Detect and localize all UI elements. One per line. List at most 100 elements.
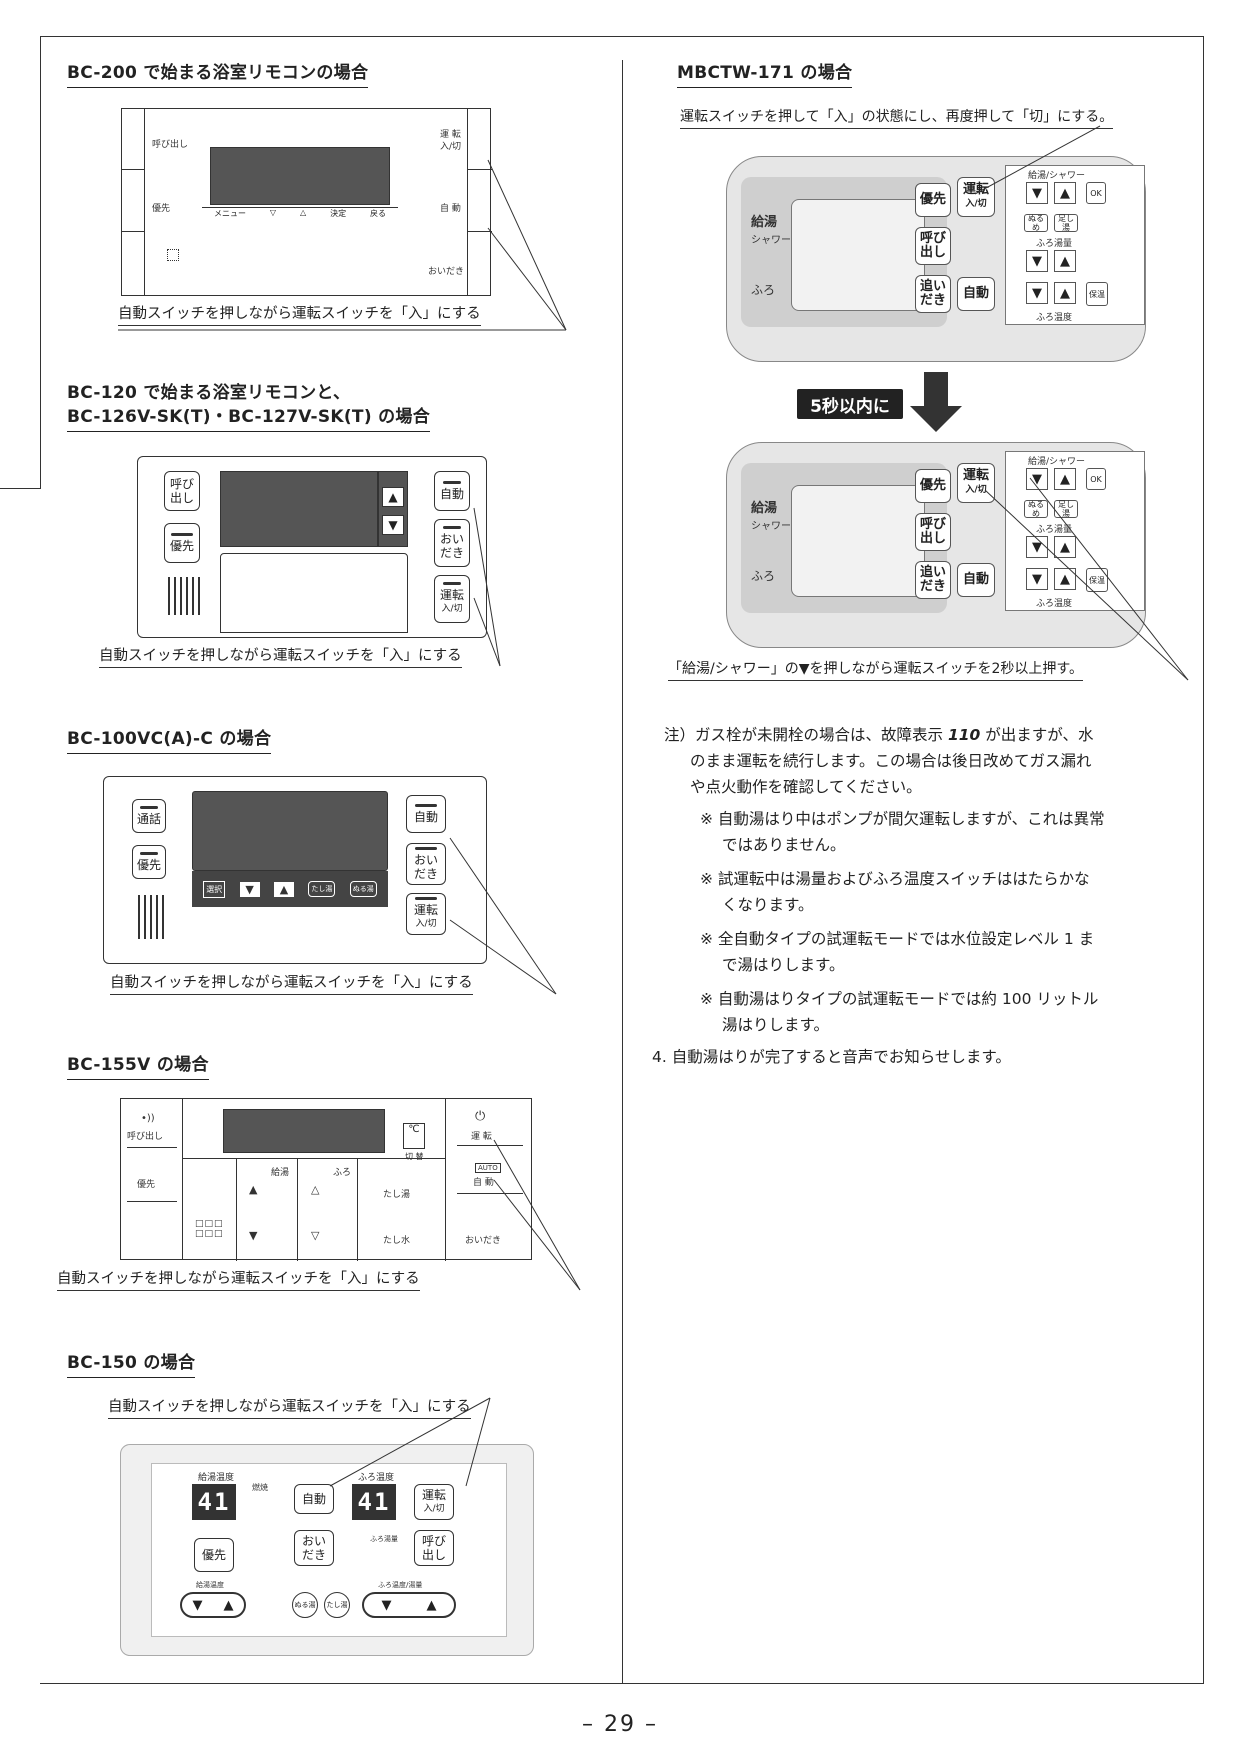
bc155-auto-label[interactable]: 自 動 xyxy=(473,1178,494,1188)
bc200-call-key[interactable] xyxy=(121,108,145,170)
bc100-up-button[interactable]: ▲ xyxy=(273,881,294,897)
mbctw-temp-up-top[interactable]: ▲ xyxy=(1054,282,1076,304)
mbctw-amount-up-top[interactable]: ▲ xyxy=(1054,250,1076,272)
mbctw-call-button-bottom[interactable]: 呼び出し xyxy=(915,513,951,551)
bc100-talk-button[interactable]: 通話 xyxy=(132,799,166,833)
bc150-supply-up[interactable]: ▲ xyxy=(223,1597,234,1613)
note-step4: 4. 自動湯はりが完了すると音声でお知らせします。 xyxy=(652,1048,1011,1066)
bc155-supply-up[interactable]: ▲ xyxy=(249,1183,258,1196)
bc155-bath-down[interactable]: ▽ xyxy=(311,1229,320,1242)
bc100-lukewarm-button[interactable]: ぬる湯 xyxy=(349,881,377,897)
bc150-addhot-button[interactable]: たし湯 xyxy=(324,1592,350,1618)
bc150-supply-down[interactable]: ▼ xyxy=(192,1597,203,1613)
mbctw-run-button-bottom[interactable]: 運転入/切 xyxy=(957,463,995,503)
bc200-menu-4[interactable]: 戻る xyxy=(370,209,387,218)
bc200-menu-2[interactable]: △ xyxy=(300,208,307,217)
bc100-auto-button[interactable]: 自動 xyxy=(406,795,446,833)
bc155-addhot-label[interactable]: たし湯 xyxy=(383,1190,411,1200)
mbctw-temp-down-top[interactable]: ▼ xyxy=(1026,282,1048,304)
bc150-run-button[interactable]: 運転入/切 xyxy=(414,1484,454,1520)
mbctw-temp-up-bottom[interactable]: ▲ xyxy=(1054,568,1076,590)
mbctw-amount-down-bottom[interactable]: ▼ xyxy=(1026,536,1048,558)
mbctw-supply-up-bottom[interactable]: ▲ xyxy=(1054,468,1076,490)
bc100-down-button[interactable]: ▼ xyxy=(239,881,260,897)
bc155-addwater-label[interactable]: たし水 xyxy=(383,1236,411,1246)
bc150-bath-up[interactable]: ▲ xyxy=(426,1597,437,1613)
mbctw-reheat-button-top[interactable]: 追いだき xyxy=(915,275,951,313)
bc155-run-label[interactable]: 運 転 xyxy=(471,1132,492,1142)
mbctw-call-button-top[interactable]: 呼び出し xyxy=(915,227,951,265)
column-divider xyxy=(622,60,623,1684)
mbctw-temp-down-bottom[interactable]: ▼ xyxy=(1026,568,1048,590)
mbctw-ok-button-bottom[interactable]: OK xyxy=(1086,468,1106,490)
bc200-left-keys xyxy=(121,108,145,296)
bc100-reheat-button[interactable]: おいだき xyxy=(406,843,446,885)
bc200-right-keys xyxy=(467,108,492,296)
bc155-priority-label: 優先 xyxy=(137,1180,156,1190)
bc100-run-button[interactable]: 運転入/切 xyxy=(406,893,446,935)
mbctw-banner: 5秒以内に xyxy=(797,389,903,419)
bc200-auto-key[interactable] xyxy=(468,170,492,232)
bc150-bath-rocker[interactable]: ▼▲ xyxy=(362,1592,456,1618)
bc120-down-button[interactable]: ▼ xyxy=(382,515,404,535)
bc150-reheat-button[interactable]: おいだき xyxy=(294,1530,334,1566)
mbctw-keep-button-bottom[interactable]: 保温 xyxy=(1086,568,1108,592)
bc120-up-button[interactable]: ▲ xyxy=(382,487,404,507)
mbctw-priority-button-top[interactable]: 優先 xyxy=(915,183,951,217)
mbctw-priority-button-bottom[interactable]: 優先 xyxy=(915,469,951,503)
bc100-priority-button[interactable]: 優先 xyxy=(132,845,166,879)
bc100-select-button[interactable]: 選択 xyxy=(203,880,226,898)
bc150-bath-display: 41 xyxy=(352,1484,396,1520)
bc100-reheat-label: おいだき xyxy=(413,853,438,881)
mbctw-bath-temp-bottom: ふろ温度 xyxy=(1036,599,1073,609)
bc120-run-button[interactable]: 運転入/切 xyxy=(434,575,470,623)
bc100-priority-label: 優先 xyxy=(136,858,161,872)
bc150-lukewarm-button[interactable]: ぬる湯 xyxy=(292,1592,318,1618)
mbctw-amount-up-bottom[interactable]: ▲ xyxy=(1054,536,1076,558)
mbctw-call2-label-top: 出し xyxy=(919,245,946,260)
bc150-auto-button[interactable]: 自動 xyxy=(294,1484,334,1514)
bc200-menu-3[interactable]: 決定 xyxy=(330,209,347,218)
note-sub3-line2: で湯はりします。 xyxy=(722,956,845,974)
bc150-call-button[interactable]: 呼び出し xyxy=(414,1530,454,1566)
bc150-reheat-label: おいだき xyxy=(301,1534,326,1562)
mbctw-addhot-button-top[interactable]: 足し湯 xyxy=(1054,214,1078,232)
mbctw-run-sub-bottom: 入/切 xyxy=(965,485,987,495)
bc150-bath-down[interactable]: ▼ xyxy=(381,1597,392,1613)
note-sub1-line2: ではありません。 xyxy=(722,836,846,854)
mbctw-amount-down-top[interactable]: ▼ xyxy=(1026,250,1048,272)
mbctw-priority-label-bottom: 優先 xyxy=(919,478,946,493)
mbctw-run-button-top[interactable]: 運転入/切 xyxy=(957,177,995,217)
bc150-supply-temp-rocker[interactable]: ▼▲ xyxy=(180,1592,246,1618)
mbctw-supply-up-top[interactable]: ▲ xyxy=(1054,182,1076,204)
bc155-supply-label: 給湯 xyxy=(271,1168,290,1178)
bc200-run-sub: 入/切 xyxy=(440,142,462,152)
bc200-priority-key[interactable] xyxy=(121,170,145,232)
mbctw-ok-button-top[interactable]: OK xyxy=(1086,182,1106,204)
bc150-priority-button[interactable]: 優先 xyxy=(194,1538,234,1572)
bc120-reheat-led xyxy=(443,526,461,529)
bc200-menu-1[interactable]: ▽ xyxy=(269,208,277,217)
mbctw-auto-button-top[interactable]: 自動 xyxy=(957,277,995,311)
mbctw-supply-down-top[interactable]: ▼ xyxy=(1026,182,1048,204)
bc120-call-button[interactable]: 呼び出し xyxy=(164,471,200,511)
bc200-menu-0[interactable]: メニュー xyxy=(213,209,246,218)
bc155-reheat-label[interactable]: おいだき xyxy=(465,1236,502,1246)
bc120-priority-button[interactable]: 優先 xyxy=(164,523,200,563)
mbctw-lukewarm-button-bottom[interactable]: ぬるめ xyxy=(1024,500,1048,518)
bc155-supply-down[interactable]: ▼ xyxy=(249,1229,258,1242)
mbctw-keep-button-top[interactable]: 保温 xyxy=(1086,282,1108,306)
bc120-reheat-button[interactable]: おいだき xyxy=(434,519,470,567)
bc100-addhot-button[interactable]: たし湯 xyxy=(308,881,336,897)
mbctw-supply-down-bottom[interactable]: ▼ xyxy=(1026,468,1048,490)
mbctw-reheat-button-bottom[interactable]: 追いだき xyxy=(915,561,951,599)
mbctw-addhot-button-bottom[interactable]: 足し湯 xyxy=(1054,500,1078,518)
mbctw-lukewarm-button-top[interactable]: ぬるめ xyxy=(1024,214,1048,232)
mbctw-auto-button-bottom[interactable]: 自動 xyxy=(957,563,995,597)
bc155-speaker-icon: •)) xyxy=(141,1113,155,1124)
bc200-run-key[interactable] xyxy=(468,108,492,170)
bc120-lid[interactable] xyxy=(220,553,408,633)
bc120-auto-button[interactable]: 自動 xyxy=(434,471,470,511)
bc155-switch-button[interactable]: ℃ xyxy=(403,1123,425,1149)
bc155-bath-up[interactable]: △ xyxy=(311,1183,320,1196)
